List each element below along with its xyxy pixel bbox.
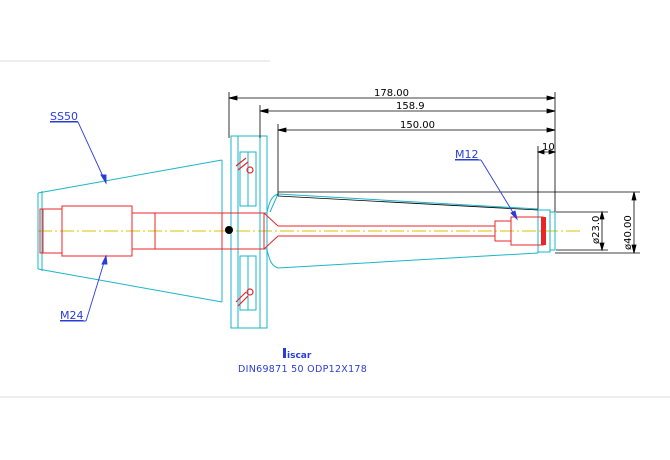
- dim-150: 150.00: [400, 120, 435, 131]
- brand-logo-text: iscar: [287, 351, 312, 361]
- callout-leaders: [50, 121, 518, 322]
- holder-body: [269, 193, 556, 269]
- dim-overall-length: 178.00: [374, 88, 409, 99]
- callout-taper: SS50: [50, 110, 78, 123]
- dim-10: 10: [542, 142, 555, 153]
- flange-drive-slots: [239, 151, 257, 311]
- dim-diameter-40: ø40.00: [623, 215, 634, 250]
- dimension-lines: [228, 92, 640, 254]
- orientation-ball: [225, 226, 233, 234]
- part-designation: DIN69871 50 ODP12X178: [238, 364, 367, 375]
- dim-158-9: 158.9: [396, 101, 425, 112]
- callout-thread-rear: M24: [60, 309, 84, 322]
- brand-logo: iscar: [283, 348, 312, 361]
- sheet-frame: [0, 60, 670, 398]
- callout-thread-front: M12: [455, 148, 479, 161]
- coolant-screws: [235, 157, 254, 307]
- front-thread-fill: [541, 217, 546, 245]
- body-outline: [277, 191, 555, 211]
- internal-bore: [39, 205, 544, 257]
- dim-diameter-23: ø23.0: [591, 216, 602, 244]
